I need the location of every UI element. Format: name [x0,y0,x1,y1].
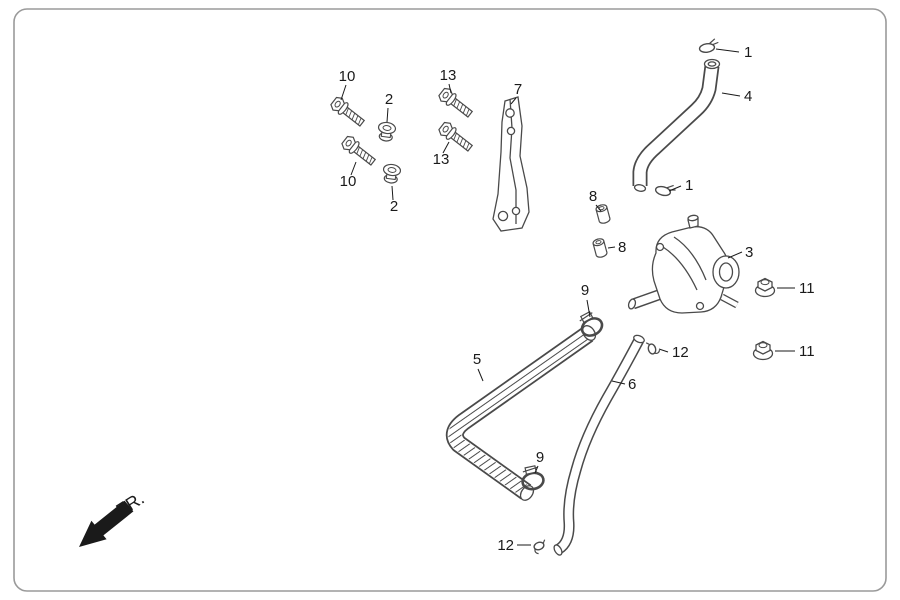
part-2-grommet-lower [381,162,402,185]
callout-label-2-upper: 2 [385,91,393,108]
part-8-joint-lower [591,237,609,259]
callout-label-8-lower: 8 [618,239,626,256]
callout-label-13-lower: 13 [433,151,450,168]
callout-label-8-upper: 8 [589,188,597,205]
part-4-air-pipe [632,58,721,192]
callout-label-5: 5 [473,351,481,368]
part-11-nut-upper [754,277,776,298]
part-1-clip-top [697,37,721,54]
page-border [13,8,887,592]
part-2-grommet-upper [376,120,397,143]
part-12-clip-bottom [531,538,550,556]
callout-label-6: 6 [628,376,636,393]
part-11-nut-lower [752,340,774,361]
callout-label-2-lower: 2 [390,198,398,215]
fr-arrow-icon [79,500,134,547]
callout-label-9-upper: 9 [581,282,589,299]
part-3-control-valve [627,214,740,314]
callout-label-9-lower: 9 [536,449,544,466]
callout-label-3: 3 [745,244,753,261]
callout-label-4: 4 [744,88,752,105]
callout-label-10-upper: 10 [339,68,356,85]
part-10-bolt-lower [339,133,379,169]
leader-lines [340,48,795,546]
callout-label-11-lower: 11 [799,343,815,360]
callout-labels: 1 4 1 10 2 13 13 7 10 2 8 8 3 11 11 9 12… [339,44,815,554]
fr-indicator: FR. [79,488,148,547]
part-12-clip-right [645,339,661,357]
callout-label-12-right: 12 [672,344,689,361]
part-10-bolt-upper [328,94,368,130]
callout-label-10-lower: 10 [340,173,357,190]
part-13-bolt-upper [436,85,476,121]
part-13-bolt-lower [436,119,476,155]
part-6-drain-hose [553,334,645,556]
callout-label-11-upper: 11 [799,280,815,297]
part-7-bracket [492,96,530,232]
callout-label-7: 7 [514,81,522,98]
callout-label-12-bottom: 12 [497,537,514,554]
callout-label-1-lower: 1 [685,177,693,194]
callout-label-13-upper: 13 [440,67,457,84]
callout-label-1-top: 1 [744,44,752,61]
